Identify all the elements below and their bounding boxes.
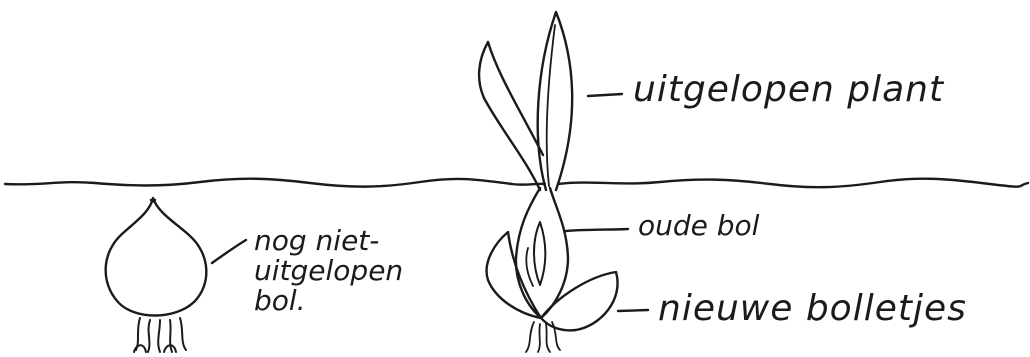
soil-line	[5, 179, 1028, 188]
leader-unsprouted-bulb	[212, 240, 246, 263]
new-bulbs-roots	[526, 322, 560, 352]
new-bulbs	[487, 232, 618, 330]
label-new-bulbs: nieuwe bolletjes	[658, 291, 967, 327]
label-old-bulb: oude bol	[638, 212, 759, 240]
label-unsprouted-line3: bol.	[254, 286, 403, 316]
label-unsprouted-line1: nog niet-	[254, 226, 403, 256]
label-unsprouted-bulb: nog niet- uitgelopen bol.	[254, 226, 403, 316]
unsprouted-bulb	[106, 198, 207, 316]
sprouted-plant	[479, 12, 572, 190]
leader-old-bulb	[566, 229, 628, 231]
label-sprouted-plant: uitgelopen plant	[633, 72, 944, 108]
label-unsprouted-line2: uitgelopen	[254, 256, 403, 286]
leader-new-bulbs	[618, 310, 648, 311]
unsprouted-bulb-roots	[134, 318, 186, 352]
leader-sprouted-plant	[588, 94, 622, 96]
